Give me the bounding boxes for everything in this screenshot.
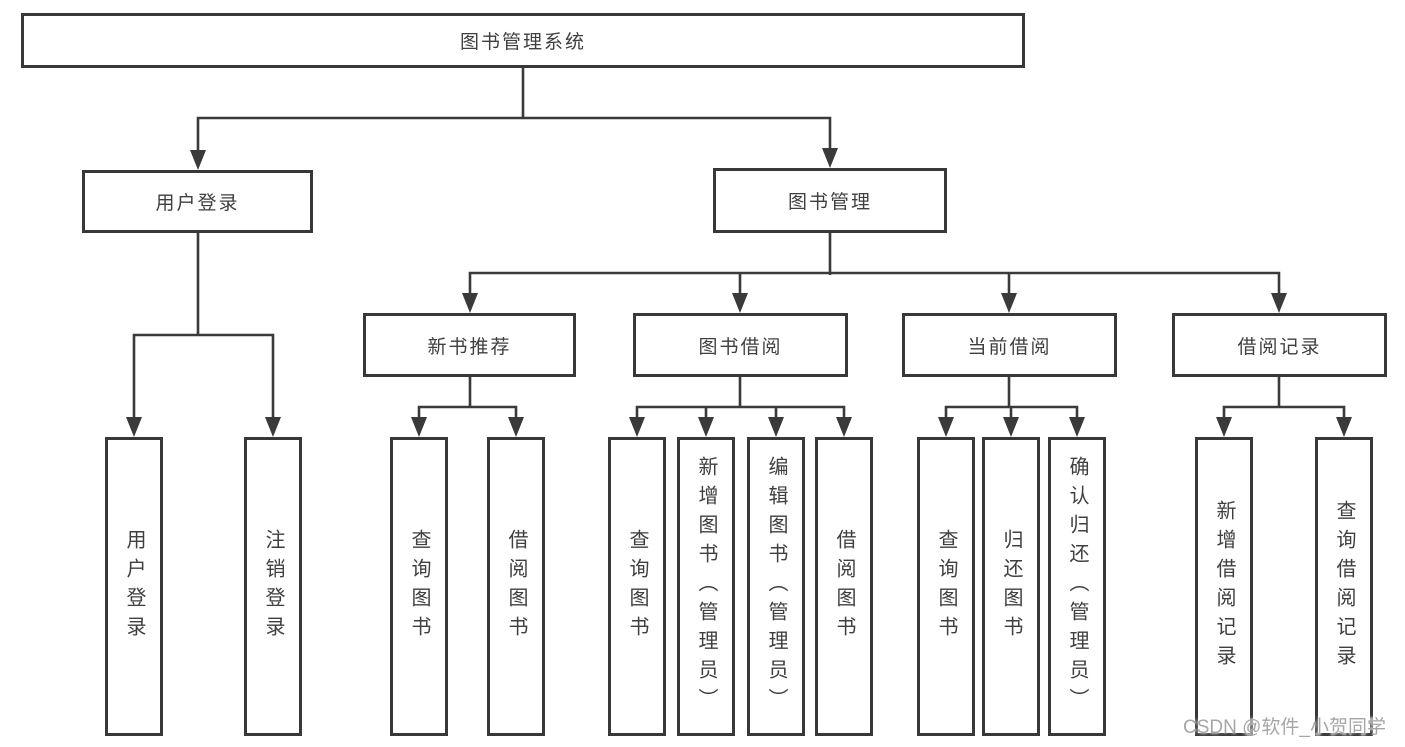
node-leaf-query-borrow-record-label: 查询借阅记录 [1333,499,1355,674]
node-leaf-return-book-label: 归还图书 [1000,528,1022,645]
arrowhead-leaf-add-book [698,417,714,437]
node-borrow-record: 借阅记录 [1172,313,1387,377]
arrowhead-leaf-borrow-book-1 [508,417,524,437]
node-leaf-add-borrow-record-label: 新增借阅记录 [1213,499,1235,674]
node-book-mgmt: 图书管理 [713,168,947,233]
node-leaf-query-book-2: 查询图书 [608,437,666,736]
node-leaf-logout-label: 注销登录 [262,528,284,645]
connector-lines [132,68,1346,422]
arrowhead-leaf-confirm-return [1069,417,1085,437]
node-leaf-query-book-3: 查询图书 [917,437,975,736]
arrowhead-new-book-rec [462,293,478,313]
node-book-borrow: 图书借阅 [633,313,848,377]
arrowhead-user-login [190,150,206,170]
node-current-borrow-label: 当前借阅 [967,336,1052,358]
arrowhead-leaf-query-book-3 [938,417,954,437]
node-leaf-query-book-2-label: 查询图书 [626,528,648,645]
node-current-borrow: 当前借阅 [902,313,1117,377]
node-leaf-borrow-book-1-label: 借阅图书 [505,528,527,645]
node-leaf-logout: 注销登录 [244,437,302,736]
node-root: 图书管理系统 [21,13,1025,68]
node-leaf-borrow-book-2-label: 借阅图书 [833,528,855,645]
arrowhead-borrow-record [1271,293,1287,313]
node-leaf-query-book-3-label: 查询图书 [935,528,957,645]
node-leaf-edit-book: 编辑图书（管理员） [747,437,805,736]
node-leaf-confirm-return-label: 确认归还（管理员） [1066,456,1088,717]
node-leaf-return-book: 归还图书 [982,437,1040,736]
arrowhead-leaf-return-book [1003,417,1019,437]
arrowhead-leaf-query-book-2 [629,417,645,437]
arrowhead-current-borrow [1001,293,1017,313]
node-leaf-borrow-book-1: 借阅图书 [487,437,545,736]
arrowhead-leaf-borrow-book-2 [836,417,852,437]
node-new-book-rec-label: 新书推荐 [427,336,512,358]
node-leaf-confirm-return: 确认归还（管理员） [1048,437,1106,736]
node-leaf-user-login-label: 用户登录 [123,528,145,645]
arrowhead-leaf-query-borrow-record [1336,417,1352,437]
node-leaf-add-book: 新增图书（管理员） [677,437,735,736]
node-borrow-record-label: 借阅记录 [1237,336,1322,358]
arrowhead-book-mgmt [822,148,838,168]
arrowhead-book-borrow [732,293,748,313]
node-leaf-add-borrow-record: 新增借阅记录 [1195,437,1253,736]
arrowhead-leaf-query-book-1 [411,417,427,437]
node-leaf-add-book-label: 新增图书（管理员） [695,456,717,717]
node-leaf-edit-book-label: 编辑图书（管理员） [765,456,787,717]
node-user-login: 用户登录 [82,170,313,233]
node-leaf-query-borrow-record: 查询借阅记录 [1315,437,1373,736]
arrowhead-leaf-user-login [126,417,142,437]
csdn-watermark: CSDN @软件_小贺同学 [1183,717,1386,738]
node-leaf-query-book-1: 查询图书 [390,437,448,736]
node-book-borrow-label: 图书借阅 [698,336,783,358]
node-leaf-query-book-1-label: 查询图书 [408,528,430,645]
arrowhead-leaf-logout [265,417,281,437]
node-leaf-borrow-book-2: 借阅图书 [815,437,873,736]
node-new-book-rec: 新书推荐 [363,313,576,377]
node-book-mgmt-label: 图书管理 [787,192,872,213]
node-user-login-label: 用户登录 [155,193,240,214]
arrowhead-leaf-add-borrow-record [1216,417,1232,437]
node-leaf-user-login: 用户登录 [105,437,163,736]
node-root-label: 图书管理系统 [459,32,586,53]
arrowhead-leaf-edit-book [768,417,784,437]
